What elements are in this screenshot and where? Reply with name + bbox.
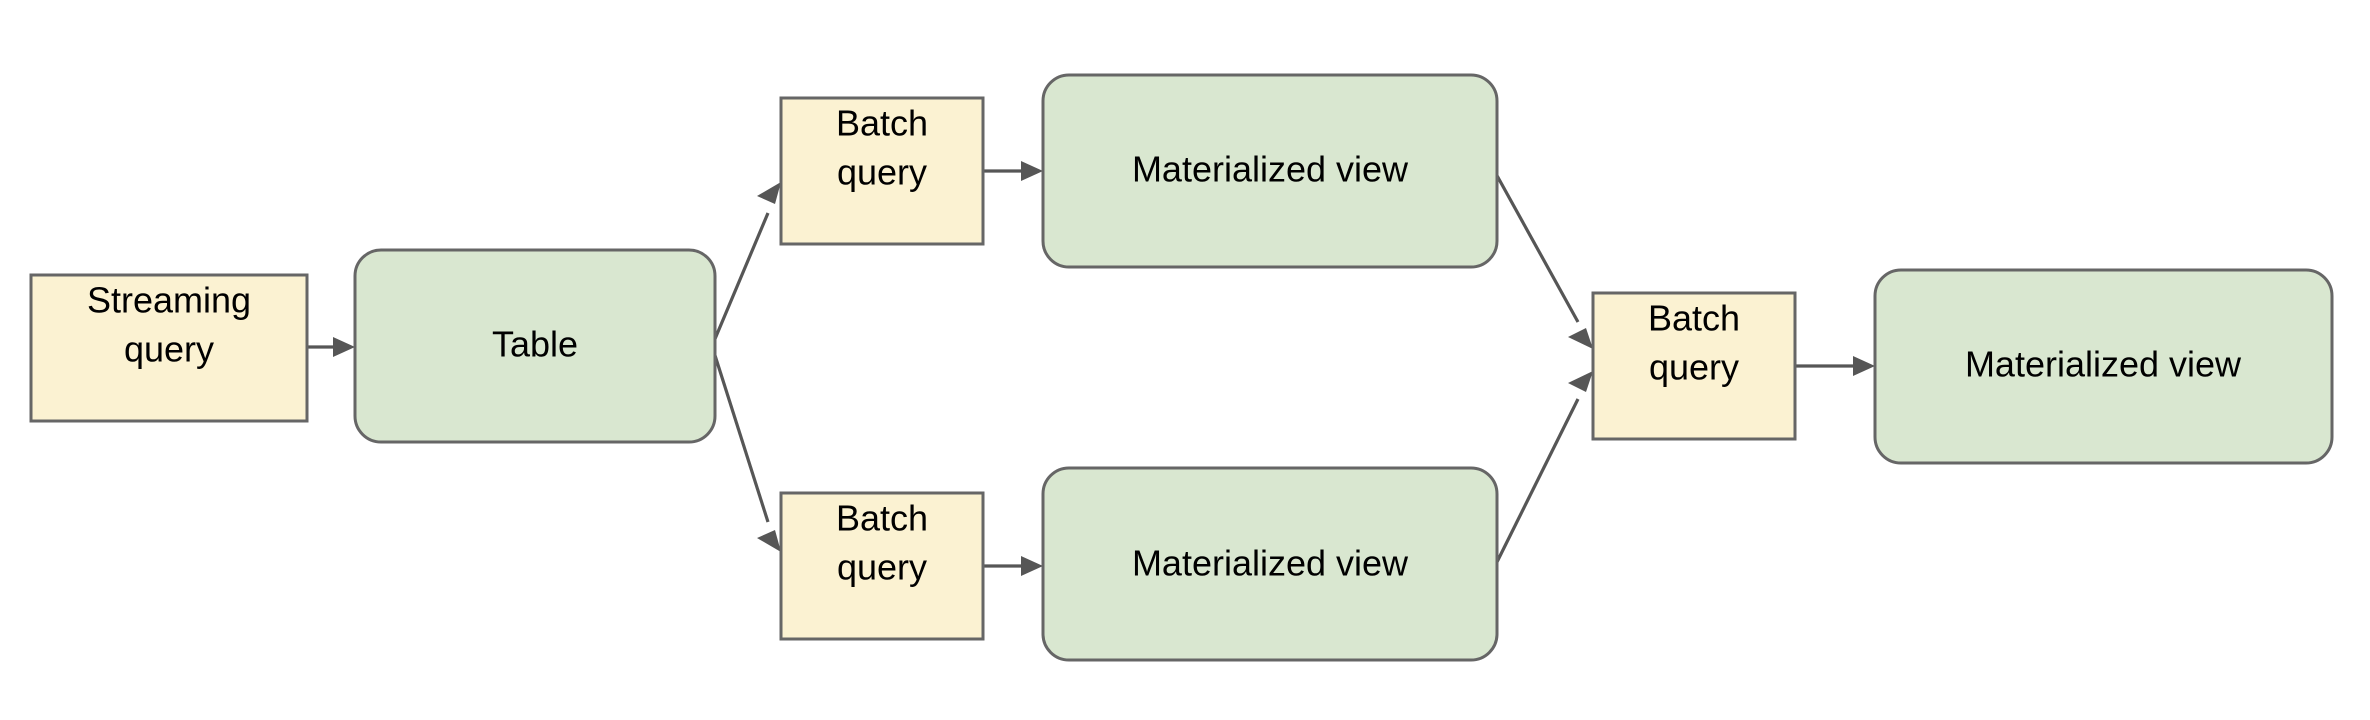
- node-materialized-view-top[interactable]: Materialized view: [1041, 73, 1499, 269]
- node-shape[interactable]: [29, 273, 309, 423]
- node-label-line: Table: [492, 324, 578, 365]
- node-label-line: Batch: [836, 103, 928, 144]
- node-label-line: Batch: [1648, 298, 1740, 339]
- node-batch-query-top[interactable]: Batch query: [779, 96, 985, 246]
- node-shape[interactable]: [779, 491, 985, 641]
- node-table[interactable]: Table: [353, 248, 717, 444]
- node-shape[interactable]: [1041, 73, 1499, 269]
- node-label-line: Materialized view: [1132, 543, 1409, 584]
- arrowhead-icon: [1021, 556, 1043, 576]
- edge-mv-bottom-to-batch-join: [1493, 371, 1593, 567]
- node-label-line: query: [1649, 347, 1739, 388]
- edge-streaming-to-table: [307, 337, 355, 357]
- edge-batch-join-to-mv-final: [1795, 356, 1875, 376]
- node-label-line: query: [837, 547, 927, 588]
- node-streaming-query[interactable]: Streaming query: [29, 273, 309, 423]
- node-shape[interactable]: [779, 96, 985, 246]
- edge-line: [1493, 171, 1580, 323]
- node-label-line: Materialized view: [1965, 344, 2242, 385]
- edge-batch-top-to-mv-top: [983, 161, 1043, 181]
- arrowhead-icon: [1853, 356, 1875, 376]
- edge-batch-bottom-to-mv-bottom: [983, 556, 1043, 576]
- arrowhead-icon: [1568, 371, 1593, 392]
- arrowhead-icon: [757, 182, 781, 204]
- node-materialized-view-final[interactable]: Materialized view: [1873, 268, 2334, 465]
- arrowhead-icon: [1568, 328, 1593, 349]
- node-label-line: query: [837, 152, 927, 193]
- edge-line: [1493, 398, 1580, 567]
- node-batch-query-join[interactable]: Batch query: [1591, 291, 1797, 441]
- node-shape[interactable]: [1873, 268, 2334, 465]
- node-label-line: query: [124, 329, 214, 370]
- node-materialized-view-bottom[interactable]: Materialized view: [1041, 466, 1499, 662]
- edge-line: [710, 345, 770, 523]
- node-label-line: Streaming: [87, 280, 251, 321]
- edge-line: [710, 212, 770, 347]
- node-shape[interactable]: [1591, 291, 1797, 441]
- arrowhead-icon: [1021, 161, 1043, 181]
- node-batch-query-bottom[interactable]: Batch query: [779, 491, 985, 641]
- arrowhead-icon: [333, 337, 355, 357]
- node-label-line: Batch: [836, 498, 928, 539]
- node-label-line: Materialized view: [1132, 149, 1409, 190]
- edges-layer: [307, 161, 1875, 576]
- nodes-layer: Streaming query Table Batch query Materi…: [29, 73, 2334, 662]
- node-shape[interactable]: [353, 248, 717, 444]
- node-shape[interactable]: [1041, 466, 1499, 662]
- edge-mv-top-to-batch-join: [1493, 171, 1593, 349]
- arrowhead-icon: [757, 530, 781, 552]
- edge-table-to-batch-top: [710, 182, 781, 347]
- edge-table-to-batch-bottom: [710, 345, 781, 552]
